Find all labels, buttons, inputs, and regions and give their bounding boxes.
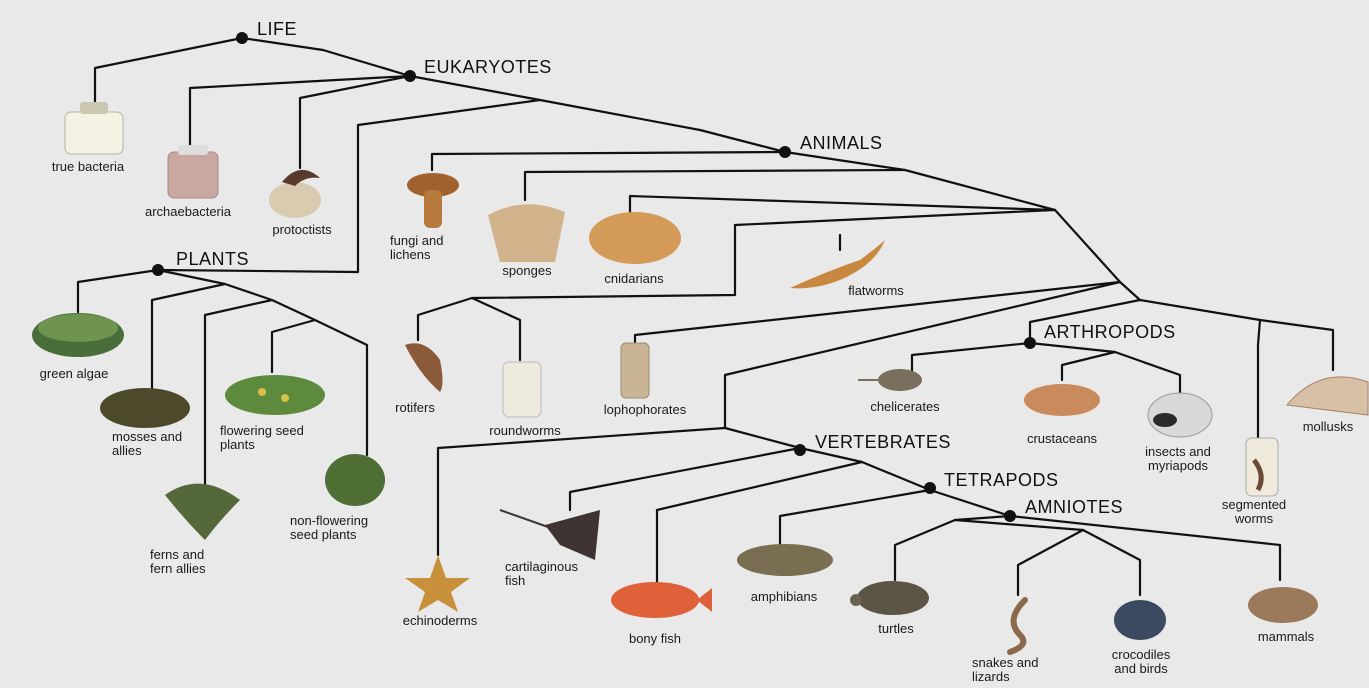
label-archaebacteria: archaebacteria [145,205,231,219]
flowering-plants-image [225,375,325,415]
chelicerates-image [858,369,922,391]
green-algae-image [32,313,124,357]
branch-green-algae [78,270,158,312]
branch-life-left [95,38,242,112]
label-turtles: turtles [878,622,913,636]
clade-arthropods: ARTHROPODS [1044,322,1176,343]
turtles-image [850,581,929,615]
crocodiles-birds-image [1114,600,1166,640]
cartilaginous-fish-image [500,510,600,560]
branch-roundworms [472,298,520,360]
label-insects: insects and myriapods [1145,445,1211,473]
label-crustaceans: crustaceans [1027,432,1097,446]
label-flatworms: flatworms [848,284,904,298]
label-bony-fish: bony fish [629,632,681,646]
node-life [236,32,248,44]
node-amniotes [1004,510,1016,522]
nonflowering-plants-image [325,454,385,506]
clade-life: LIFE [257,19,297,40]
insects-image [1148,393,1212,437]
clade-plants: PLANTS [176,249,249,270]
node-animals [779,146,791,158]
snakes-image [1010,600,1025,652]
segmented-worms-image [1246,438,1278,496]
node-eukaryotes [404,70,416,82]
branch-reptiles [955,520,1140,595]
clade-amniotes: AMNIOTES [1025,497,1123,518]
label-amphibians: amphibians [751,590,818,604]
rotifers-image [405,343,443,392]
label-mammals: mammals [1258,630,1314,644]
label-snakes: snakes and lizards [972,656,1039,684]
branch-cartilaginous [570,448,800,510]
label-ferns: ferns and fern allies [150,548,206,576]
branch-turtles [895,516,1010,580]
archaebacteria-image [168,145,218,198]
label-cartilaginous: cartilaginous fish [505,560,578,588]
node-tetrapods [924,482,936,494]
lophophorates-image [621,343,649,398]
label-mollusks: mollusks [1303,420,1354,434]
label-roundworms: roundworms [489,424,561,438]
mollusks-image [1287,377,1368,415]
label-sponges: sponges [502,264,551,278]
node-plants [152,264,164,276]
branch-chelicerates [912,343,1030,372]
crustaceans-image [1024,384,1100,416]
label-nonflowering: non-flowering seed plants [290,514,368,542]
label-echinoderms: echinoderms [403,614,477,628]
label-lophophorates: lophophorates [604,403,686,417]
label-segmented: segmented worms [1222,498,1286,526]
mosses-image [100,388,190,428]
branch-protoctists [300,76,410,168]
node-vertebrates [794,444,806,456]
clade-animals: ANIMALS [800,133,883,154]
bony-fish-image [611,582,712,618]
roundworms-image [503,362,541,417]
branch-amphibians [780,490,930,545]
flatworms-image [790,240,885,288]
echinoderms-image [405,555,470,612]
branch-mollusk-group [1260,320,1333,370]
cnidarians-image [589,212,681,264]
label-cnidarians: cnidarians [604,272,663,286]
true-bacteria-image [65,102,123,154]
branch-euk-main [410,76,785,152]
branch-snakes [1018,530,1083,595]
ferns-image [165,484,240,540]
label-flowering: flowering seed plants [220,424,304,452]
amphibians-image [737,544,833,576]
clade-vertebrates: VERTEBRATES [815,432,951,453]
branch-crustaceans [1062,352,1115,380]
fungi-image [407,173,459,228]
branch-life-right [242,38,410,76]
sponges-image [488,204,565,262]
clade-tetrapods: TETRAPODS [944,470,1059,491]
protoctists-image [269,170,321,218]
branch-sponges [525,170,905,200]
label-protoctists: protoctists [272,223,331,237]
branch-segmented [1258,320,1260,440]
clade-eukaryotes: EUKARYOTES [424,57,552,78]
label-chelicerates: chelicerates [870,400,939,414]
branch-fungi [432,152,785,170]
label-mosses: mosses and allies [112,430,182,458]
mammals-image [1248,587,1318,623]
label-crocodiles: crocodiles and birds [1112,648,1171,676]
branch-deuterostomes [725,282,1120,448]
label-rotifers: rotifers [395,401,435,415]
label-green-algae: green algae [40,367,109,381]
branch-mosses [152,284,225,390]
label-fungi: fungi and lichens [390,234,444,262]
branch-flowering [272,320,315,372]
node-arthropods [1024,337,1036,349]
label-true-bacteria: true bacteria [52,160,124,174]
